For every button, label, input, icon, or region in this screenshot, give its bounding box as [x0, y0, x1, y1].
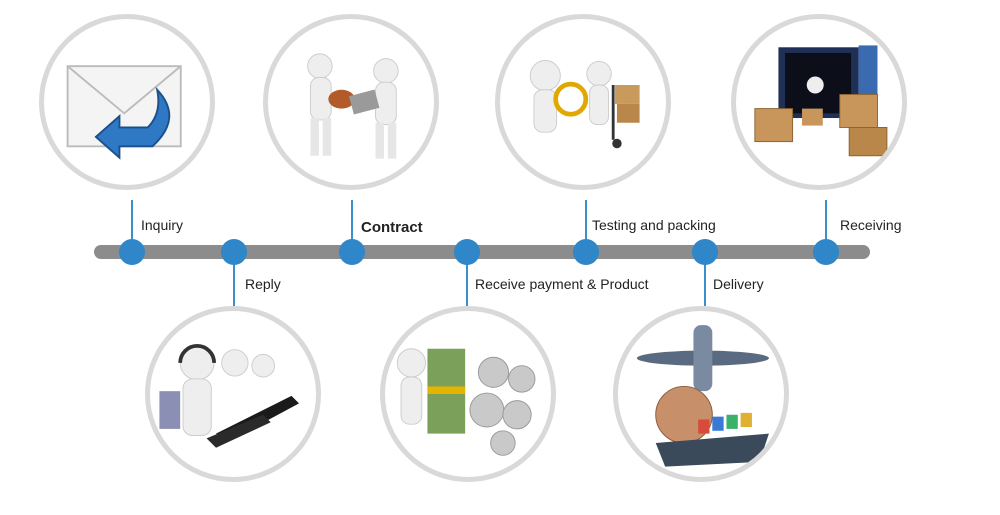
delivery-illustration	[613, 306, 789, 482]
reply-dot	[221, 239, 247, 265]
inquiry-dot	[119, 239, 145, 265]
receiving-stem	[825, 200, 827, 245]
receiving-label: Receiving	[840, 217, 902, 233]
inquiry-label: Inquiry	[141, 217, 184, 233]
reply-label: Reply	[245, 276, 281, 292]
delivery-stem	[704, 259, 706, 306]
payment-stem	[466, 259, 468, 306]
receiving-illustration	[731, 14, 907, 190]
contract-illustration	[263, 14, 439, 190]
delivery-dot	[692, 239, 718, 265]
inquiry-stem	[131, 200, 133, 245]
reply-stem	[233, 259, 235, 306]
receive-payment-and-product-illustration	[380, 306, 556, 482]
timeline-bar	[94, 245, 870, 259]
receiving-dot	[813, 239, 839, 265]
testing-dot	[573, 239, 599, 265]
contract-dot	[339, 239, 365, 265]
contract-label: Contract	[361, 219, 423, 236]
receive-payment-label: Receive payment & Product	[475, 276, 649, 292]
inquiry-illustration	[39, 14, 215, 190]
testing-and-packing-illustration	[495, 14, 671, 190]
delivery-label: Delivery	[713, 276, 764, 292]
testing-stem	[585, 200, 587, 245]
payment-dot	[454, 239, 480, 265]
contract-stem	[351, 200, 353, 245]
reply-illustration	[145, 306, 321, 482]
testing-and-packing-label: Testing and packing	[592, 217, 716, 233]
